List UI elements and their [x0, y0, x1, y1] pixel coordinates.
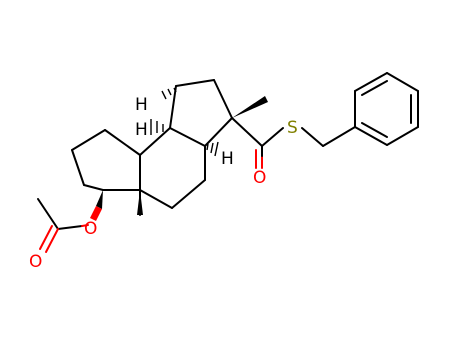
- bond: [139, 127, 171, 156]
- hash-bond: [206, 143, 209, 151]
- bond-carbonyl: [39, 225, 53, 250]
- hash-bond: [161, 90, 167, 100]
- bond: [175, 79, 215, 87]
- bond-ester: [81, 224, 89, 227]
- bond: [354, 72, 388, 92]
- wedge-bond: [137, 190, 143, 215]
- atom-oxygen-thioester-label: O: [253, 168, 266, 188]
- bond: [231, 117, 263, 147]
- bond: [139, 189, 173, 209]
- bond: [386, 126, 419, 146]
- bond: [386, 72, 419, 92]
- bond: [71, 149, 85, 186]
- hash-bond: [214, 141, 219, 157]
- bond: [213, 79, 233, 119]
- atom-sulfur-label: S: [287, 118, 298, 138]
- bond: [104, 129, 141, 156]
- bond-aromatic: [361, 80, 388, 96]
- hash-bond: [210, 142, 214, 154]
- bond: [171, 179, 206, 209]
- bond: [71, 129, 106, 151]
- wedge-bond: [90, 206, 102, 221]
- atom-oxygen-acetyl-label: O: [29, 252, 42, 272]
- wedge-bond: [232, 96, 268, 118]
- bond-carbonyl: [45, 228, 59, 253]
- bond: [169, 85, 177, 129]
- hash-bond: [167, 88, 172, 96]
- bond: [261, 127, 284, 147]
- hash-bond: [173, 87, 177, 93]
- atom-oxygen-ester-label: O: [84, 219, 97, 239]
- atom-hydrogen-right-label: H: [221, 149, 234, 169]
- bond: [354, 126, 388, 146]
- bond: [37, 198, 59, 230]
- bond-aromatic: [361, 122, 388, 138]
- wedge-bond: [96, 190, 103, 209]
- atom-hydrogen-top-label: H: [135, 95, 148, 115]
- bond: [169, 127, 206, 147]
- atom-hydrogen-left-label: H: [135, 120, 148, 140]
- bond: [322, 126, 356, 147]
- bond: [83, 184, 104, 191]
- bond: [301, 127, 324, 147]
- bond: [204, 117, 233, 147]
- bond: [57, 225, 83, 230]
